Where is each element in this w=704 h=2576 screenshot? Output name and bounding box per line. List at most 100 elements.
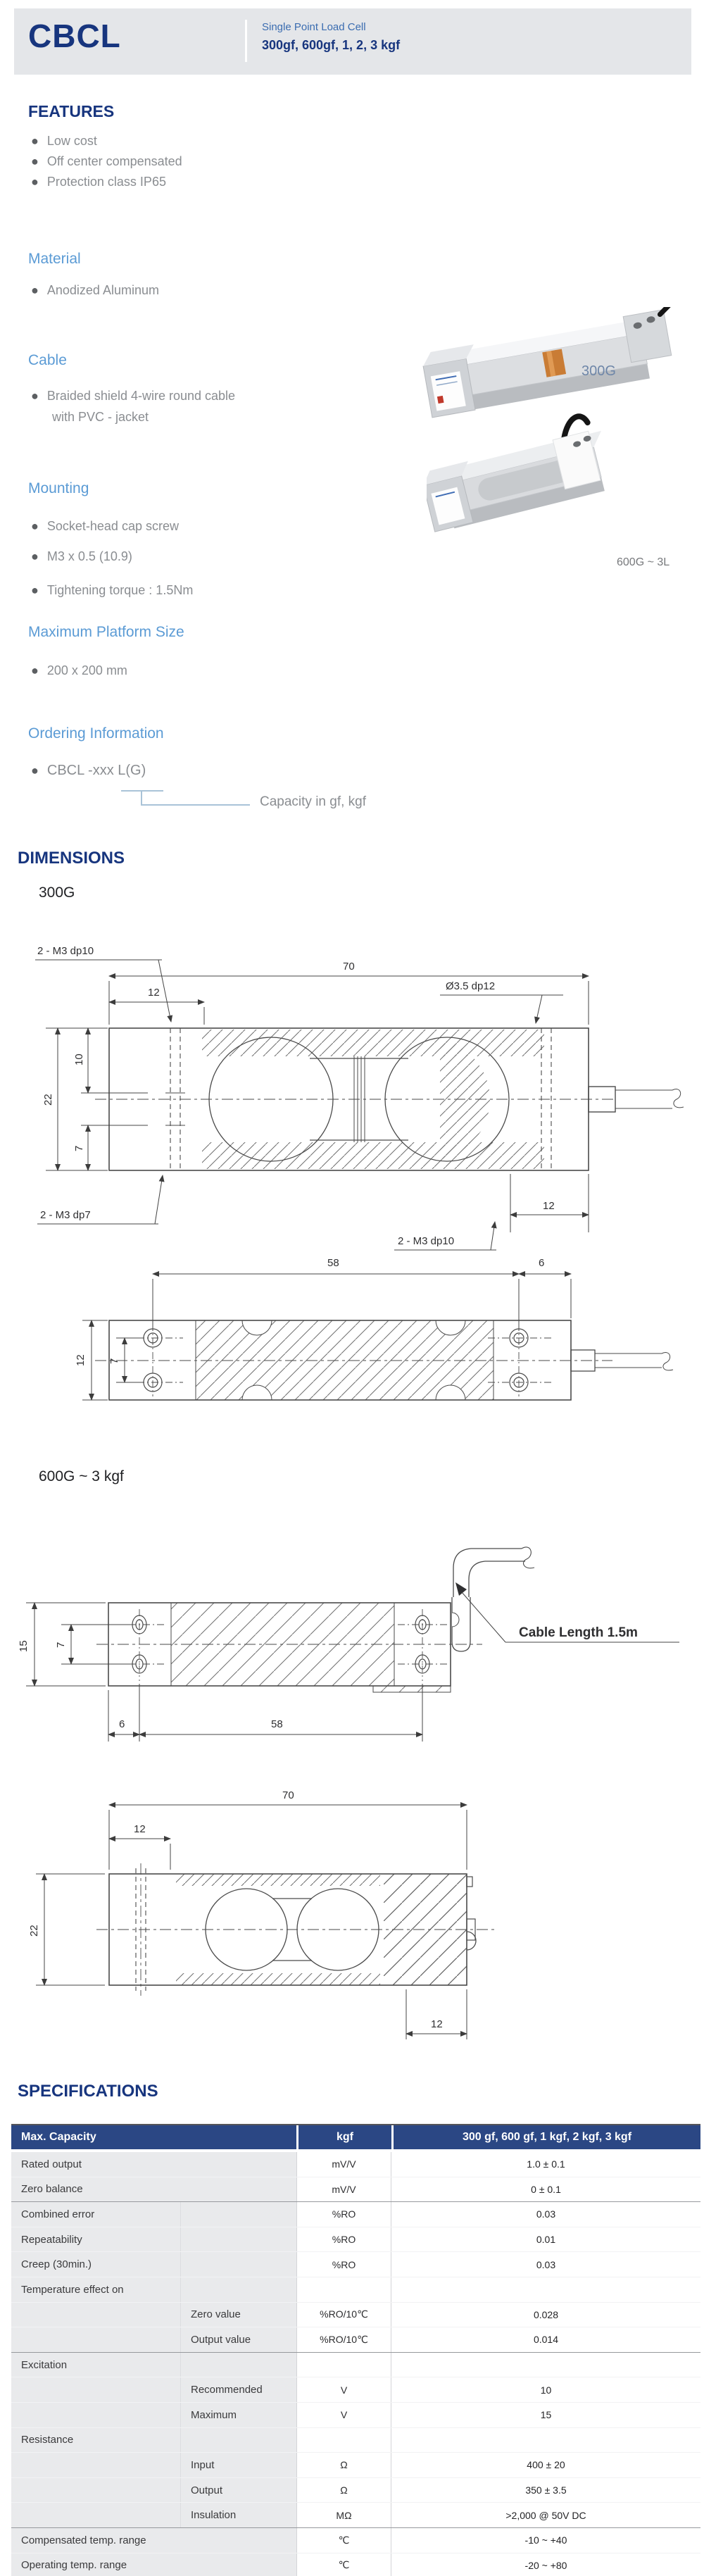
ordering-connector-vertical (141, 790, 142, 806)
spec-table-header: Max. Capacity kgf 300 gf, 600 gf, 1 kgf,… (11, 2124, 700, 2149)
drawing-300g-bottom-view: 58 6 12 7 (75, 1257, 674, 1401)
bullet-icon: ● (31, 519, 39, 533)
dim-label: 70 (343, 961, 355, 973)
drawing-600g-top-view: 70 12 22 12 (28, 1789, 496, 2039)
drawing-300g-top-view: 2 - M3 dp10 70 12 Ø3.5 dp12 22 10 7 2 - … (35, 945, 684, 1251)
drawing-600g-side-view: 15 7 Cable Length 1.5m 6 58 (18, 1546, 679, 1742)
table-row: Compensated temp. range℃-10 ~ +40 (11, 2527, 700, 2553)
mounting-item: ●Socket-head cap screw (31, 516, 179, 537)
mounting-item: ●Tightening torque : 1.5Nm (31, 580, 193, 601)
dim-label: 22 (28, 1925, 40, 1937)
screw-hole (633, 322, 642, 329)
photo-label-300g: 300G (582, 363, 616, 379)
bullet-icon: ● (31, 583, 39, 597)
bullet-icon: ● (31, 389, 39, 403)
cable-item: ●Braided shield 4-wire round cable (31, 386, 235, 406)
ordering-code: ●CBCL -xxx L(G) (31, 761, 146, 781)
dim-label: 12 (148, 987, 160, 999)
ordering-note: Capacity in gf, kgf (260, 794, 367, 809)
bullet-icon: ● (31, 175, 39, 189)
product-photo-300g (422, 307, 692, 418)
sticker-line (435, 375, 457, 381)
dim-label: 12 (431, 2018, 443, 2030)
ordering-heading: Ordering Information (28, 725, 164, 742)
material-heading: Material (28, 251, 81, 267)
photo-label-600g: 600G ~ 3L (617, 556, 670, 568)
label-sticker (431, 487, 465, 525)
bullet-icon: ● (31, 763, 39, 777)
header-banner (14, 8, 691, 75)
dim-label: 58 (271, 1718, 283, 1730)
table-row: Resistance (11, 2427, 700, 2453)
features-heading: FEATURES (28, 102, 115, 120)
feature-item: ●Off center compensated (31, 151, 182, 172)
feature-item: ●Protection class IP65 (31, 172, 166, 192)
dim-label: 2 - M3 dp10 (398, 1235, 454, 1247)
spec-header-range: 300 gf, 600 gf, 1 kgf, 2 kgf, 3 kgf (391, 2125, 700, 2149)
variant-label-600g: 600G ~ 3 kgf (39, 1468, 124, 1484)
table-row: Excitation (11, 2352, 700, 2378)
platform-heading: Maximum Platform Size (28, 624, 184, 640)
dim-label: 7 (108, 1358, 120, 1364)
dim-label: 6 (539, 1257, 544, 1269)
bullet-icon: ● (31, 154, 39, 168)
dim-label: 12 (134, 1823, 146, 1835)
sticker-line (436, 381, 458, 386)
dim-label: 6 (119, 1718, 125, 1730)
screw-hole (573, 441, 582, 447)
end-block-left-top (427, 461, 468, 486)
mounting-heading: Mounting (28, 480, 89, 496)
ordering-connector-horizontal (141, 804, 250, 806)
spec-header-unit: kgf (296, 2125, 391, 2149)
bullet-icon: ● (31, 663, 39, 677)
dim-label: 10 (73, 1053, 85, 1065)
dim-label: 22 (42, 1094, 54, 1106)
white-cover (552, 430, 601, 490)
variant-label-300g: 300G (39, 884, 75, 901)
beam-top-cover (446, 317, 651, 368)
dim-label: 70 (282, 1789, 294, 1801)
dim-label: Ø3.5 dp12 (446, 980, 495, 992)
sticker-logo (436, 395, 444, 404)
cable-item-line2: with PVC - jacket (52, 410, 149, 424)
spec-table: Max. Capacity kgf 300 gf, 600 gf, 1 kgf,… (11, 2124, 700, 2576)
dim-label: 12 (543, 1200, 555, 1212)
dim-label: 15 (18, 1640, 30, 1652)
dim-label: 12 (75, 1354, 87, 1366)
cable-photo (561, 413, 591, 442)
ordering-connector-underline (121, 790, 163, 792)
dimensions-heading: DIMENSIONS (18, 849, 125, 868)
bullet-icon: ● (31, 549, 39, 563)
specifications-heading: SPECIFICATIONS (18, 2082, 158, 2101)
dim-label: 58 (327, 1257, 339, 1269)
product-photo-600g (427, 413, 605, 532)
spec-header-capacity: Max. Capacity (21, 2131, 96, 2143)
flex-circuit-stripe (546, 351, 556, 377)
end-block-right (622, 308, 672, 363)
model-name: CBCL (28, 18, 121, 54)
table-row: Operating temp. range℃-20 ~ +80 (11, 2553, 700, 2576)
material-item: ●Anodized Aluminum (31, 280, 159, 301)
leader-arrowhead (455, 1582, 467, 1596)
mounting-item: ●M3 x 0.5 (10.9) (31, 546, 132, 567)
cable-heading: Cable (28, 352, 67, 368)
dim-label: 2 - M3 dp10 (37, 945, 94, 957)
end-block-left-top (423, 344, 474, 367)
platform-item: ●200 x 200 mm (31, 661, 127, 681)
feature-item: ●Low cost (31, 131, 97, 151)
dim-label: 7 (73, 1146, 85, 1151)
cable-photo (657, 307, 692, 318)
